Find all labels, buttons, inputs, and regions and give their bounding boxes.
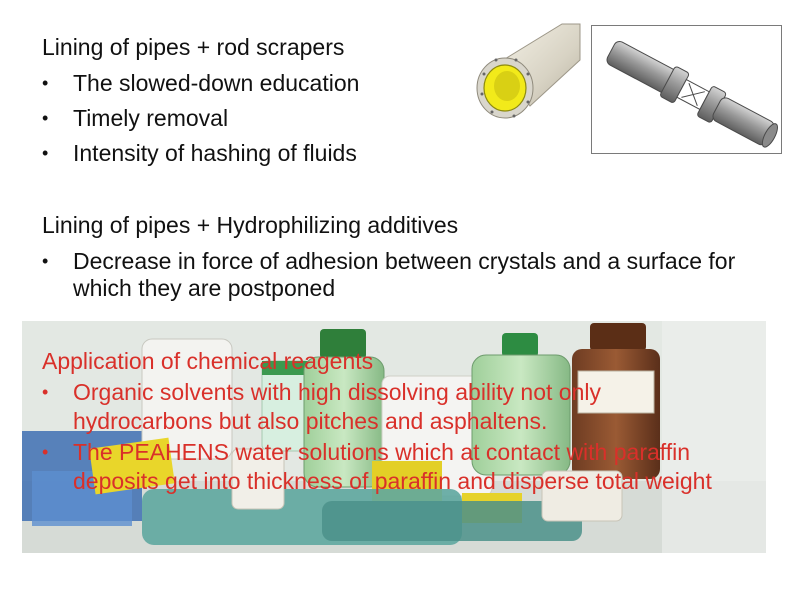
bullet-item: • Timely removal [42, 105, 422, 132]
bullet-text: The PEAHENS water solutions which at con… [73, 439, 712, 494]
bullet-text: The slowed-down education [73, 70, 360, 96]
rod-scraper-illustration [591, 25, 782, 154]
bullet-icon: • [42, 251, 49, 271]
bullet-list: • Organic solvents with high dissolving a… [42, 378, 722, 496]
bullet-list: • The slowed-down education • Timely remov… [42, 70, 422, 167]
bullet-item: • The PEAHENS water solutions which at co… [42, 438, 722, 496]
bullet-text: Decrease in force of adhesion between cr… [73, 248, 736, 301]
rod-scraper-icon [606, 40, 778, 148]
bullet-item: • Decrease in force of adhesion between c… [42, 248, 762, 302]
section-hydrophilizing-additives: Lining of pipes + Hydrophilizing additiv… [42, 210, 762, 302]
bullet-list: • Decrease in force of adhesion between c… [42, 248, 762, 302]
chemical-reagents-photo [22, 321, 766, 553]
bullet-item: • The slowed-down education [42, 70, 422, 97]
bullet-icon: • [42, 108, 49, 128]
bullet-text: Timely removal [73, 105, 229, 131]
section-chemical-reagents: Application of chemical reagents • Organi… [42, 346, 722, 496]
bullet-icon: • [42, 382, 49, 402]
section-heading: Lining of pipes + rod scrapers [42, 34, 345, 60]
section-rod-scrapers: Lining of pipes + rod scrapers • The slow… [42, 32, 422, 167]
bullet-item: • Organic solvents with high dissolving a… [42, 378, 722, 436]
section-heading: Application of chemical reagents [42, 348, 374, 374]
bullet-item: • Intensity of hashing of fluids [42, 140, 422, 167]
bullet-text: Organic solvents with high dissolving ab… [73, 379, 601, 434]
lined-pipe-icon [476, 23, 581, 119]
bullet-text: Intensity of hashing of fluids [73, 140, 357, 166]
lined-pipe-illustration [470, 22, 582, 126]
section-heading: Lining of pipes + Hydrophilizing additiv… [42, 212, 459, 238]
bullet-icon: • [42, 143, 49, 163]
reagent-bottles-image [22, 321, 766, 553]
bullet-icon: • [42, 73, 49, 93]
bullet-icon: • [42, 442, 49, 462]
